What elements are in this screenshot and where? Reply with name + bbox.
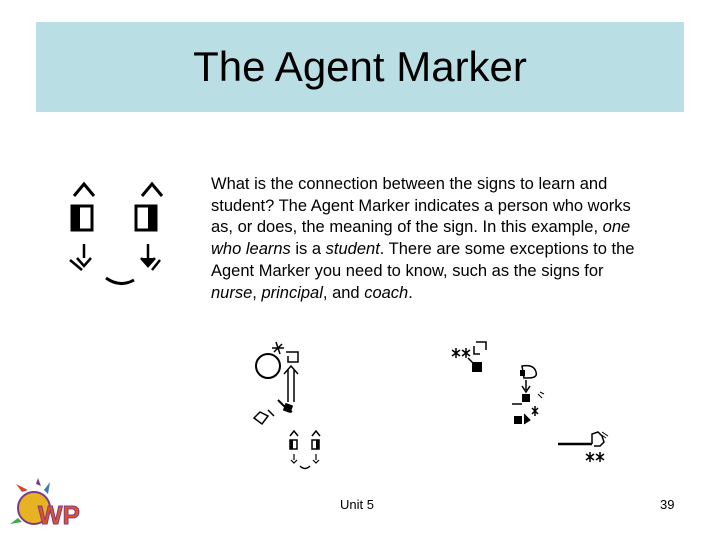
signwriting-nurse-icon [252, 341, 299, 426]
body-segment: What is the connection between the signs… [211, 175, 631, 237]
page-number: 39 [660, 497, 675, 512]
slide-title: The Agent Marker [193, 43, 527, 90]
body-emphasis: principal [261, 283, 323, 302]
footer-unit-label: Unit 5 [340, 497, 374, 512]
body-emphasis: student [325, 240, 380, 259]
signwriting-student-small-icon [289, 429, 321, 470]
signwriting-principal-icon [451, 341, 487, 372]
body-segment: , and [322, 283, 365, 302]
body-emphasis: one who learns [211, 218, 631, 259]
body-paragraph: What is the connection between the signs… [211, 174, 651, 304]
body-segment: . There are some exceptions to the Agent… [211, 240, 635, 280]
body-segment: is a [290, 240, 326, 259]
signwriting-student-icon [69, 181, 164, 285]
body-emphasis: coach [364, 283, 409, 302]
body-segment: . [408, 283, 413, 302]
svg-text:WP: WP [38, 500, 80, 530]
body-segment: , [252, 283, 262, 302]
signwriting-coach-icon [512, 364, 545, 425]
title-bar: The Agent Marker [36, 22, 684, 112]
colorful-logo-icon: WP [10, 478, 80, 531]
body-emphasis: nurse [211, 283, 253, 302]
signwriting-sign-icon [558, 431, 609, 462]
